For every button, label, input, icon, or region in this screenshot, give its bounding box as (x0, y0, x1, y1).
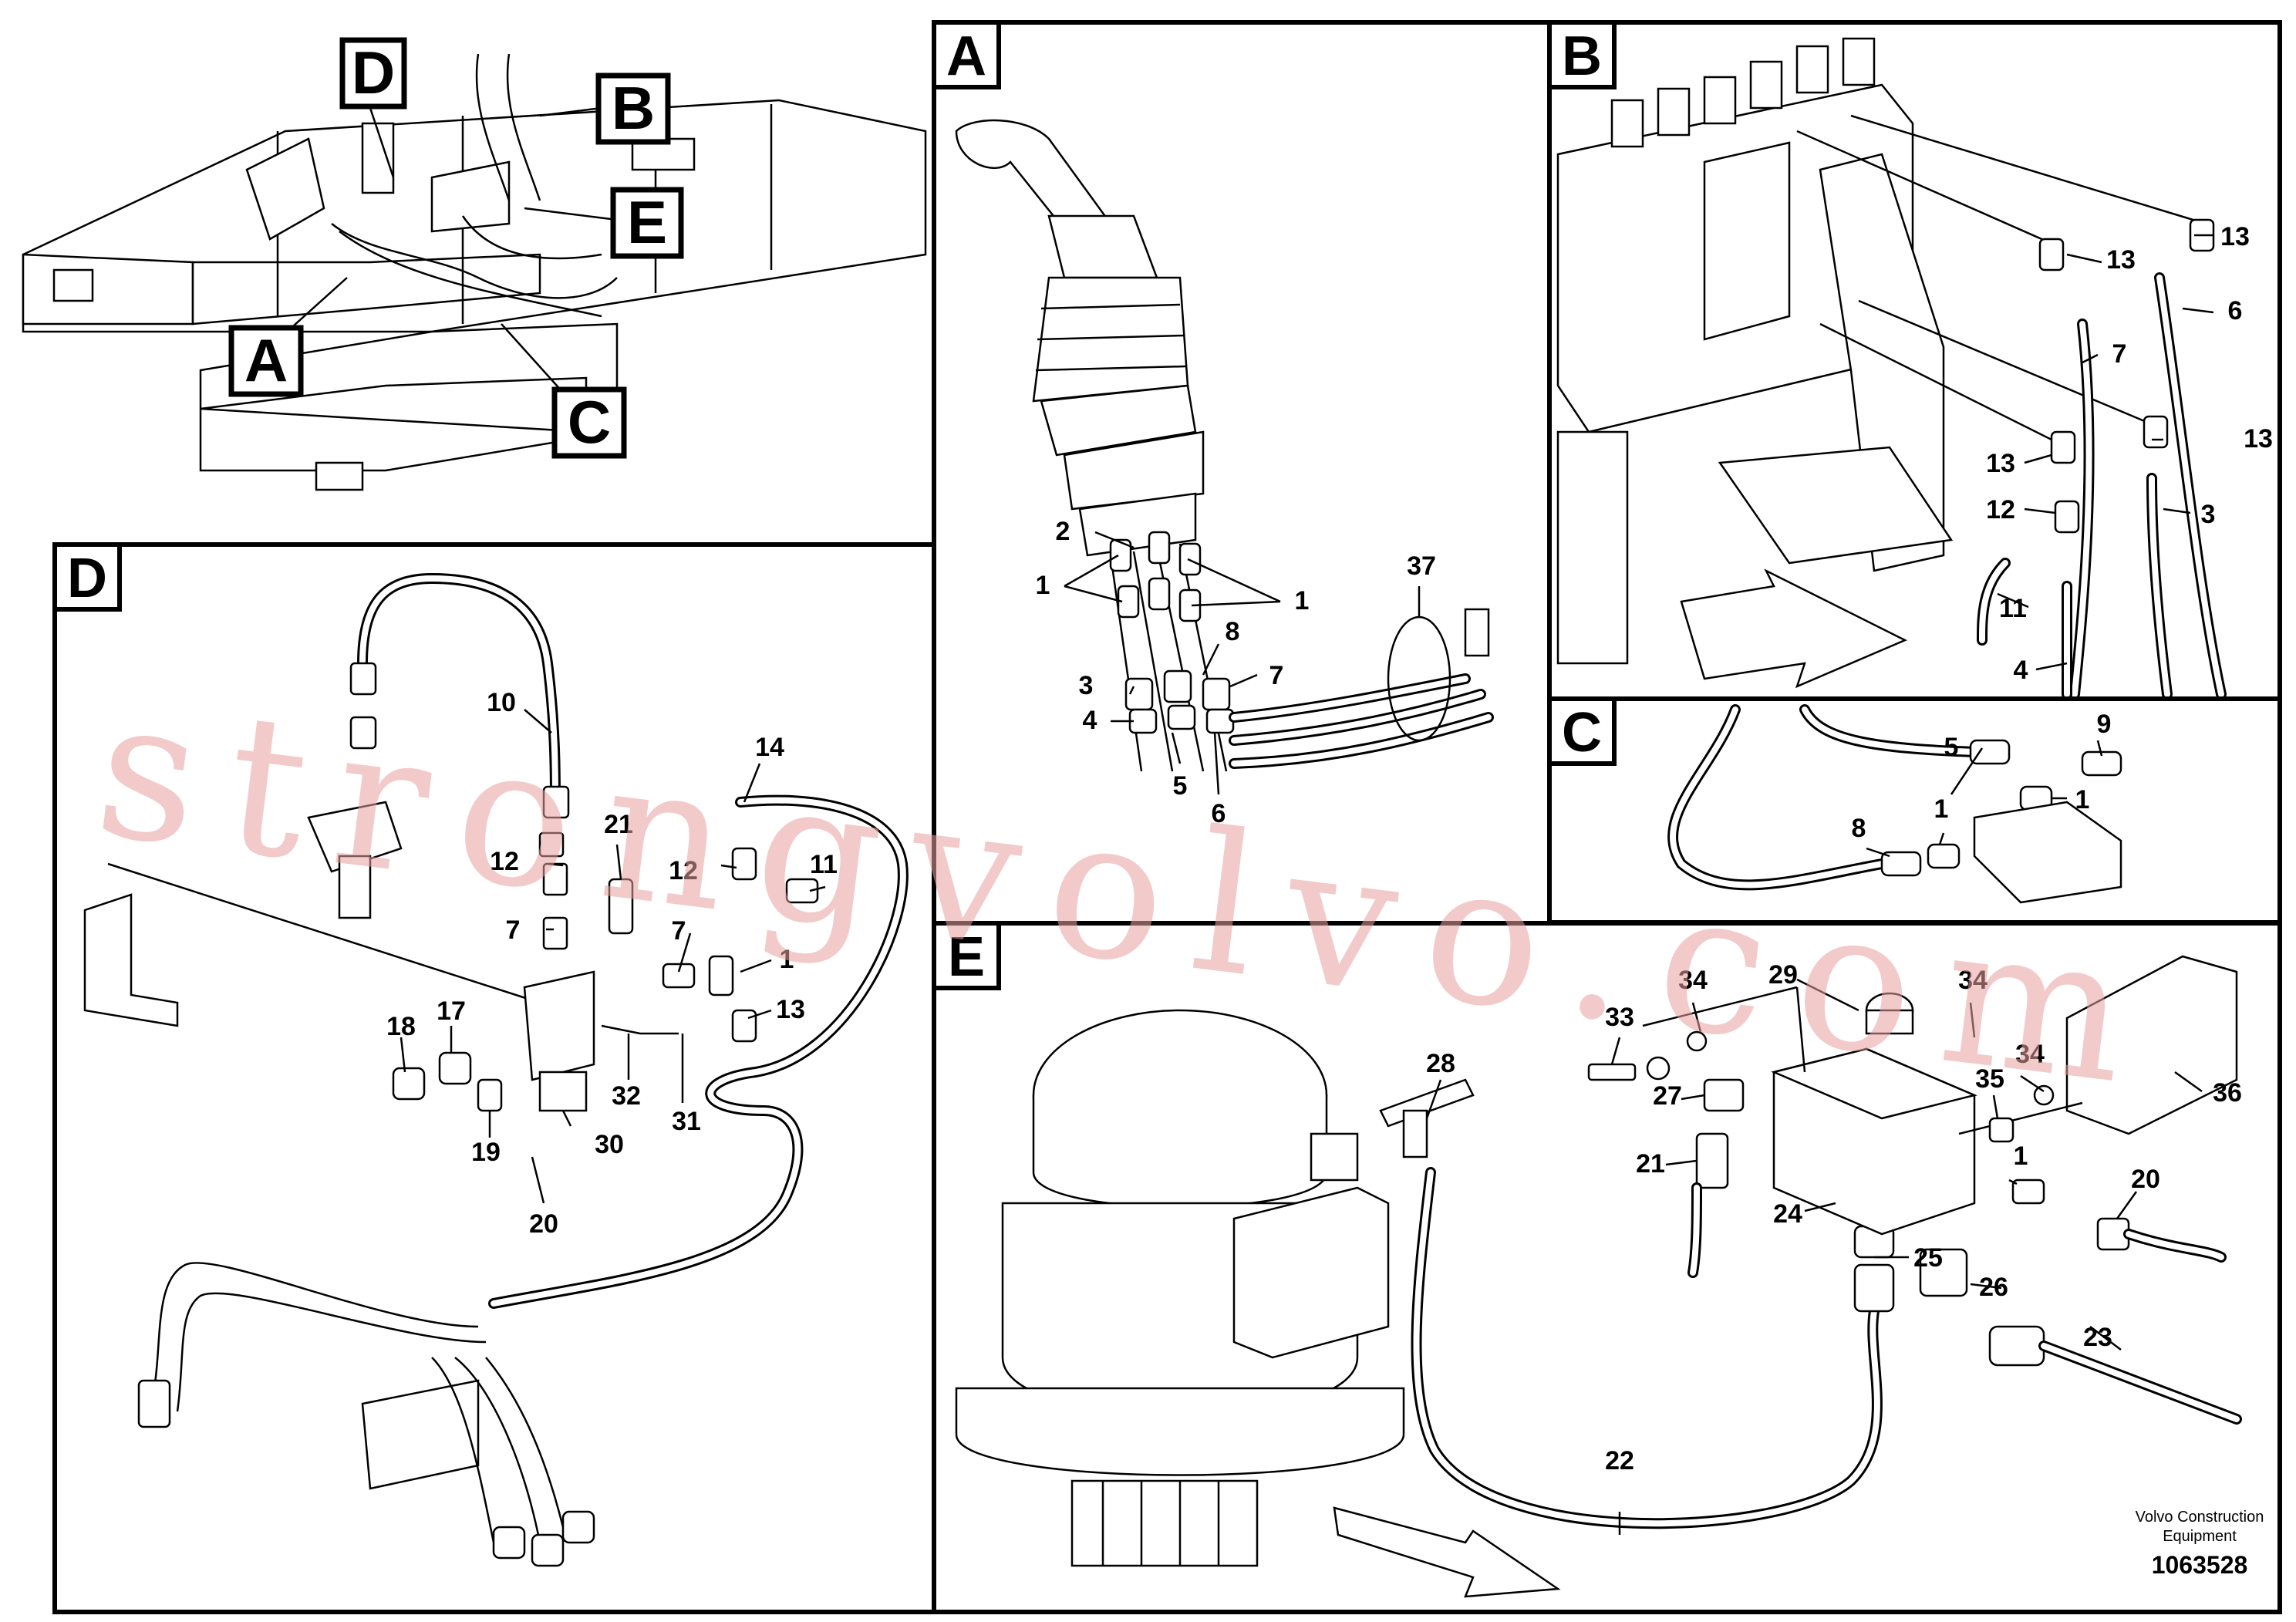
panel-a-tag[interactable]: A (932, 20, 1001, 89)
label-a-3: 3 (1079, 671, 1094, 700)
document-number: 1063528 (2152, 1551, 2248, 1579)
label-e-36: 36 (2213, 1078, 2242, 1108)
label-d-21: 21 (604, 810, 633, 839)
label-e-28: 28 (1426, 1049, 1455, 1078)
label-e-33: 33 (1605, 1003, 1634, 1032)
label-c-5: 5 (1944, 733, 1959, 762)
label-d-10: 10 (487, 688, 516, 717)
label-b-13-upper-left: 13 (2106, 245, 2136, 275)
panel-b: B (1547, 20, 2282, 701)
label-e-25: 25 (1913, 1243, 1943, 1273)
callout-c-label: C (568, 388, 611, 456)
label-c-9: 9 (2097, 710, 2112, 739)
overview-callout-a[interactable]: A (228, 325, 304, 397)
label-e-23: 23 (2083, 1323, 2112, 1352)
label-d-1: 1 (780, 945, 794, 974)
label-e-22: 22 (1605, 1446, 1634, 1475)
label-e-1: 1 (2014, 1141, 2028, 1171)
label-b-12: 12 (1986, 495, 2015, 524)
label-d-7-right: 7 (672, 916, 686, 946)
brand-line-2: Equipment (2163, 1528, 2237, 1545)
label-d-30: 30 (595, 1130, 624, 1159)
label-b-3: 3 (2201, 500, 2216, 529)
callout-a-label: A (244, 326, 288, 394)
label-d-13: 13 (776, 995, 805, 1024)
panel-b-tag-label: B (1562, 25, 1602, 87)
label-b-13-upper-right: 13 (2220, 222, 2250, 251)
label-a-1-right: 1 (1295, 586, 1310, 615)
panel-a: A (932, 20, 1552, 926)
label-b-11: 11 (1999, 594, 2027, 623)
overview-drawing: D B E A C (22, 37, 927, 491)
label-e-21: 21 (1636, 1149, 1665, 1179)
panel-d: D (52, 542, 936, 1614)
label-e-27: 27 (1653, 1081, 1682, 1111)
panel-e-tag-label: E (948, 926, 985, 988)
label-d-11: 11 (810, 850, 838, 879)
callout-e-label: E (627, 188, 667, 256)
panel-e-tag[interactable]: E (932, 921, 1001, 990)
label-a-7: 7 (1269, 661, 1284, 690)
panel-c-tag[interactable]: C (1547, 696, 1617, 766)
overview-callout-e[interactable]: E (610, 187, 684, 259)
panel-d-tag[interactable]: D (52, 542, 122, 612)
label-d-12-left: 12 (490, 847, 519, 876)
label-d-18: 18 (386, 1012, 416, 1041)
label-a-1-left: 1 (1036, 571, 1050, 600)
label-d-31: 31 (672, 1107, 701, 1136)
label-e-34-left: 34 (1678, 966, 1708, 995)
panel-c-tag-label: C (1562, 702, 1602, 764)
label-e-29: 29 (1768, 960, 1798, 990)
label-a-37: 37 (1407, 551, 1436, 581)
label-e-26: 26 (1979, 1273, 2008, 1302)
label-d-14: 14 (755, 733, 784, 762)
overview-callout-d[interactable]: D (339, 37, 407, 110)
label-c-8: 8 (1852, 814, 1866, 843)
label-a-6: 6 (1212, 799, 1226, 828)
callout-b-label: B (612, 74, 655, 142)
label-e-20: 20 (2131, 1165, 2160, 1194)
label-d-17: 17 (437, 996, 466, 1026)
label-e-35: 35 (1975, 1064, 2004, 1094)
label-a-5: 5 (1173, 771, 1188, 801)
brand-line-1: Volvo Construction (2136, 1509, 2264, 1526)
label-e-34-right: 34 (2015, 1040, 2045, 1069)
label-b-6: 6 (2228, 296, 2243, 325)
label-a-8: 8 (1226, 617, 1240, 646)
label-a-2: 2 (1056, 517, 1070, 546)
label-c-1-left: 1 (1934, 794, 1949, 824)
overview-callout-c[interactable]: C (551, 386, 627, 459)
panel-b-tag[interactable]: B (1547, 20, 1617, 89)
label-e-24: 24 (1773, 1199, 1802, 1229)
label-d-7-left: 7 (506, 916, 521, 945)
callout-d-label: D (352, 39, 395, 106)
panel-e: E (932, 921, 2282, 1614)
label-b-4: 4 (2014, 656, 2028, 685)
label-e-34-top: 34 (1958, 966, 1988, 995)
label-d-12-right: 12 (669, 856, 698, 885)
label-d-19: 19 (471, 1138, 501, 1167)
label-d-32: 32 (612, 1081, 641, 1111)
label-c-1-right: 1 (2075, 785, 2090, 814)
panel-a-tag-label: A (946, 25, 986, 87)
label-d-20: 20 (529, 1209, 558, 1239)
label-b-7: 7 (2112, 339, 2127, 369)
label-b-13-lower-right: 13 (2244, 424, 2273, 454)
panel-d-tag-label: D (67, 548, 107, 609)
label-a-4: 4 (1083, 706, 1097, 735)
overview-callout-b[interactable]: B (595, 73, 671, 145)
label-b-13-lower-left: 13 (1986, 449, 2015, 478)
